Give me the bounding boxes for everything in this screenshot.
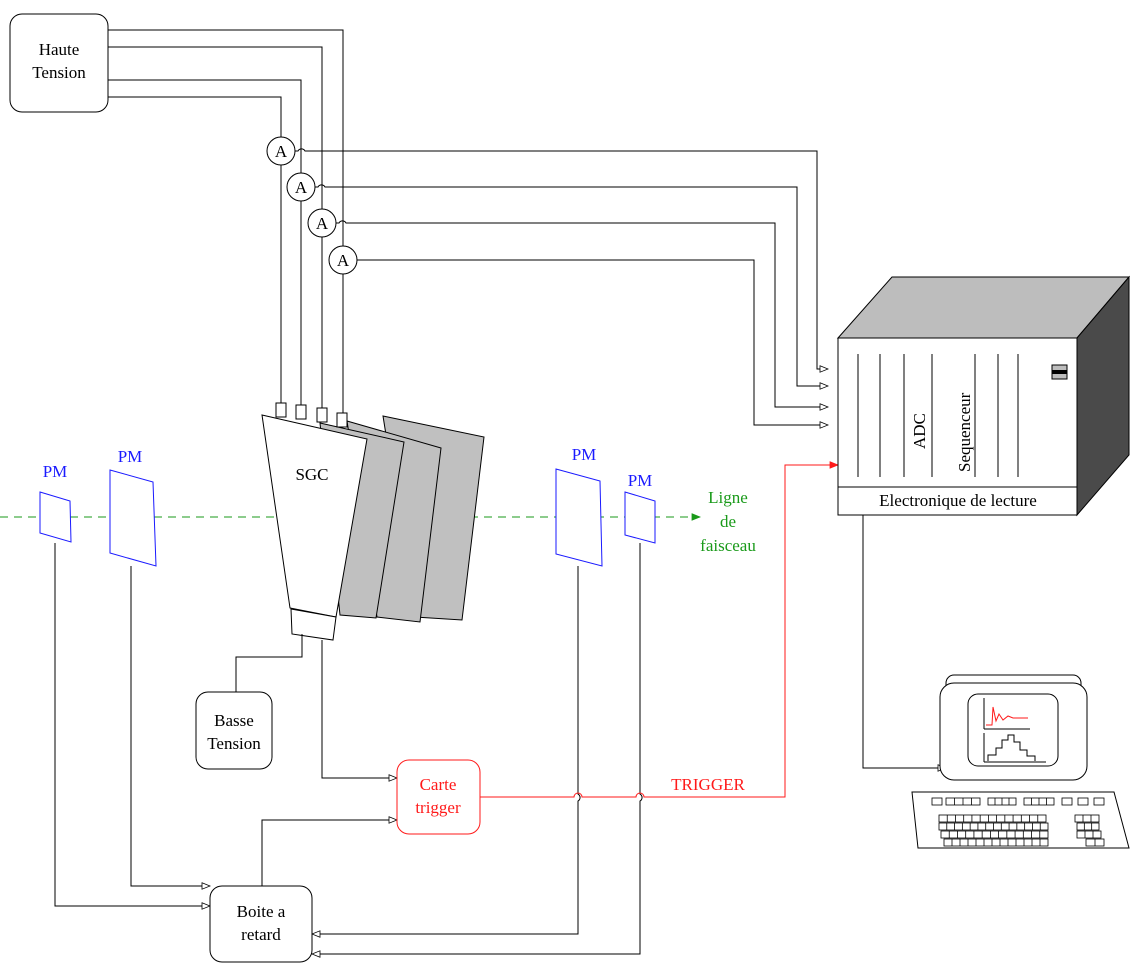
ammeter-1: A — [266, 136, 296, 166]
boite-a-retard-box: Boite a retard — [209, 885, 313, 963]
carte-trigger-label-1: Carte — [420, 775, 457, 794]
ammeter-4: A — [328, 245, 358, 275]
pm-label: PM — [572, 445, 597, 464]
ammeter-icon: A — [275, 142, 288, 161]
pm-3: PM — [555, 445, 603, 567]
beam-label-2: de — [720, 512, 736, 531]
computer-icon — [911, 674, 1130, 849]
hv-cables — [108, 29, 344, 413]
sequenceur-label: Sequenceur — [955, 392, 974, 472]
ammeter-icon: A — [337, 251, 350, 270]
keyboard-icon — [931, 797, 1105, 847]
basse-tension-label-1: Basse — [214, 711, 254, 730]
pm4-to-retard-line — [312, 543, 643, 954]
lv-cable — [235, 634, 303, 692]
pm-label: PM — [118, 447, 143, 466]
pm3-to-retard-line — [312, 566, 581, 934]
beam-line-label: Ligne de faisceau — [700, 488, 756, 555]
pm-label: PM — [43, 462, 68, 481]
carte-trigger-box: Carte trigger — [396, 759, 481, 835]
haute-tension-label-2: Tension — [32, 63, 86, 82]
boite-retard-label-2: retard — [241, 925, 281, 944]
sgc-connector — [336, 412, 348, 428]
ammeter-3: A — [307, 208, 337, 238]
basse-tension-box: Basse Tension — [195, 691, 273, 770]
basse-tension-label-2: Tension — [207, 734, 261, 753]
sgc-connector — [316, 407, 328, 423]
trigger-label: TRIGGER — [671, 775, 745, 794]
ammeter-icon: A — [295, 178, 308, 197]
pm2-to-retard-line — [130, 566, 210, 886]
electronique-label: Electronique de lecture — [879, 491, 1037, 510]
pm1-to-retard-line — [54, 543, 210, 906]
sgc-connector — [275, 402, 287, 418]
adc-label: ADC — [910, 413, 929, 449]
sgc-to-trigger-line — [321, 640, 397, 778]
trigger-line — [480, 465, 838, 798]
pm-1: PM — [39, 462, 72, 543]
pm-label: PM — [628, 471, 653, 490]
pm-2: PM — [109, 447, 157, 567]
haute-tension-label-1: Haute — [39, 40, 80, 59]
sgc-readout-box — [290, 608, 337, 641]
beam-label-1: Ligne — [708, 488, 748, 507]
sgc-chamber: SGC — [261, 402, 368, 641]
carte-trigger-label-2: trigger — [415, 798, 461, 817]
ammeter-icon: A — [316, 214, 329, 233]
sgc-connector — [295, 404, 307, 420]
boite-retard-label-1: Boite a — [237, 902, 286, 921]
retard-to-trigger-line — [261, 820, 397, 886]
crate-to-computer-line — [862, 515, 946, 768]
ammeter-2: A — [286, 172, 316, 202]
sgc-label: SGC — [295, 465, 328, 484]
beam-label-3: faisceau — [700, 536, 756, 555]
haute-tension-box: Haute Tension — [9, 13, 109, 113]
ammeter-signal-lines — [295, 148, 828, 425]
pm-4: PM — [624, 471, 656, 544]
